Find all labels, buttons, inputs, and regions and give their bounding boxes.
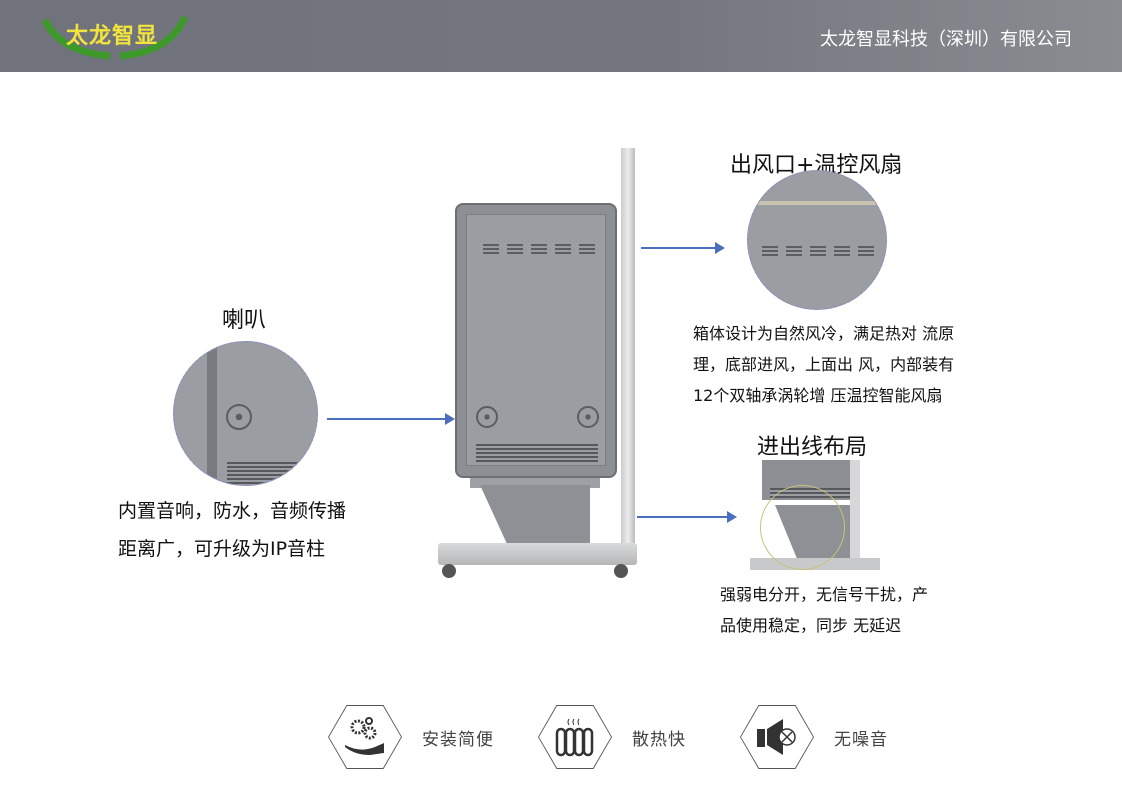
header-bar: [0, 0, 1122, 72]
fan-arrow: [641, 242, 725, 254]
wheel: [614, 564, 628, 578]
kiosk-vents: [483, 244, 595, 254]
cable-desc: 强弱电分开，无信号干扰，产 品使用稳定，同步 无延迟: [720, 579, 928, 641]
feature-label: 散热快: [632, 729, 686, 750]
speaker-mute-icon: [757, 719, 796, 755]
fan-desc: 箱体设计为自然风冷，满足热对 流原 理，底部进风，上面出 风，内部装有 12个双…: [693, 318, 954, 411]
speaker-arrow: [327, 413, 455, 425]
speaker-desc: 内置音响，防水，音频传播 距离广，可升级为IP音柱: [118, 492, 346, 568]
feature-label: 无噪音: [834, 729, 888, 750]
kiosk-pole: [621, 148, 635, 548]
cable-desc-line: 品使用稳定，同步 无延迟: [720, 616, 902, 635]
speaker-grille-icon: [226, 404, 252, 430]
speaker-desc-line: 距离广，可升级为IP音柱: [118, 538, 326, 560]
kiosk-base-plate: [438, 543, 637, 565]
fan-detail-circle: [747, 170, 887, 310]
company-name: 太龙智显科技（深圳）有限公司: [820, 29, 1072, 50]
feature-label: 安装简便: [422, 729, 494, 750]
cable-arrow: [637, 511, 737, 523]
feature-no-noise: 无噪音: [740, 705, 888, 769]
cable-detail-image: [750, 460, 882, 578]
kiosk-stand: [480, 485, 590, 545]
radiator-icon: [555, 718, 594, 757]
cable-desc-line: 强弱电分开，无信号干扰，产: [720, 585, 929, 604]
speaker-grille-icon: [577, 406, 599, 428]
feature-fast-cooling: 散热快: [538, 705, 686, 769]
logo-laurel-icon: [41, 15, 189, 60]
fan-desc-line: 箱体设计为自然风冷，满足热对 流原: [693, 324, 955, 343]
bottom-grill: [476, 444, 598, 462]
wheel: [442, 564, 456, 578]
stand-top: [470, 478, 600, 488]
fan-desc-line: 理，底部进风，上面出 风，内部装有: [693, 355, 955, 374]
speaker-detail-circle: [173, 341, 318, 486]
gears-hand-icon: [345, 717, 384, 755]
speaker-grille-icon: [476, 406, 498, 428]
fan-desc-line: 12个双轴承涡轮增 压温控智能风扇: [693, 386, 943, 405]
speaker-desc-line: 内置音响，防水，音频传播: [118, 500, 347, 522]
speaker-title: 喇叭: [222, 308, 267, 333]
logo-text: 太龙智显: [66, 24, 159, 49]
cable-title: 进出线布局: [757, 435, 868, 460]
feature-easy-install: 安装简便: [328, 705, 494, 769]
